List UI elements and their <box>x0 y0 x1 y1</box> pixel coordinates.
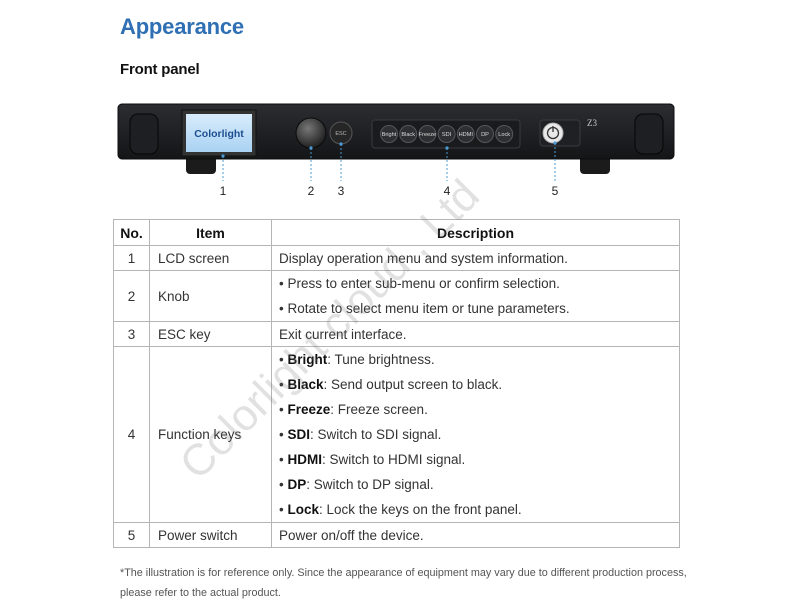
function-key-label: SDI <box>442 132 452 138</box>
table-row: 3 ESC key Exit current interface. <box>113 321 680 347</box>
knob-icon <box>295 117 327 149</box>
callout-3: 3 <box>338 184 345 198</box>
list-item: • Lock: Lock the keys on the front panel… <box>279 502 522 517</box>
callout-2: 2 <box>308 184 315 198</box>
header-no: No. <box>113 219 150 246</box>
function-keys-description: • Bright: Tune brightness. • Black: Send… <box>271 346 680 523</box>
function-keys: Bright Black Freeze SDI HDMI DP Lock <box>380 125 514 143</box>
function-key-label: Bright <box>382 132 397 138</box>
function-key-dp <box>476 125 494 143</box>
function-key-freeze <box>418 125 437 143</box>
model-label: Z3 <box>587 118 597 128</box>
page-title: Appearance <box>120 14 244 39</box>
list-item: • DP: Switch to DP signal. <box>279 477 434 492</box>
function-key-lock <box>495 125 514 143</box>
list-item: • Rotate to select menu item or tune par… <box>279 301 570 316</box>
list-item: • Press to enter sub-menu or confirm sel… <box>279 276 560 291</box>
list-item: • Bright: Tune brightness. <box>279 352 435 367</box>
section-title: Front panel <box>120 61 200 78</box>
function-key-sdi <box>437 125 456 143</box>
front-panel-illustration: Colorlight ESC Bright Black Freeze SDI HDMI D… <box>117 103 675 198</box>
list-item: • Freeze: Freeze screen. <box>279 402 428 417</box>
callout-5: 5 <box>552 184 559 198</box>
power-icon <box>542 122 564 144</box>
function-key-bright <box>380 125 398 143</box>
list-item: • SDI: Switch to SDI signal. <box>279 427 442 442</box>
function-key-label: Lock <box>498 132 510 138</box>
list-item: • Black: Send output screen to black. <box>279 377 503 392</box>
esc-key-label: ESC <box>335 131 346 137</box>
callout-4: 4 <box>444 184 451 198</box>
list-item: • HDMI: Switch to HDMI signal. <box>279 452 466 467</box>
table-header: No. Item Description <box>113 219 680 246</box>
lcd-logo: Colorlight <box>194 128 244 140</box>
table-row: 5 Power switch Power on/off the device. <box>113 522 680 548</box>
footnote: *The illustration is for reference only.… <box>120 567 687 599</box>
function-key-black <box>399 125 418 143</box>
function-key-label: Freeze <box>419 132 436 138</box>
function-key-label: Black <box>401 132 415 138</box>
callout-1: 1 <box>220 184 227 198</box>
spec-table: No. Item Description 1 LCD screen Displa… <box>113 219 680 548</box>
table-row: 2 Knob • Press to enter sub-menu or conf… <box>113 270 680 322</box>
header-description: Description <box>271 219 680 246</box>
function-key-label: DP <box>481 132 489 138</box>
function-key-hdmi <box>456 125 475 143</box>
header-item: Item <box>149 219 272 246</box>
function-key-label: HDMI <box>459 132 474 138</box>
table-row: 4 Function keys • Bright: Tune brightnes… <box>113 346 680 523</box>
table-row: 1 LCD screen Display operation menu and … <box>113 245 680 271</box>
knob-description: • Press to enter sub-menu or confirm sel… <box>271 270 680 322</box>
